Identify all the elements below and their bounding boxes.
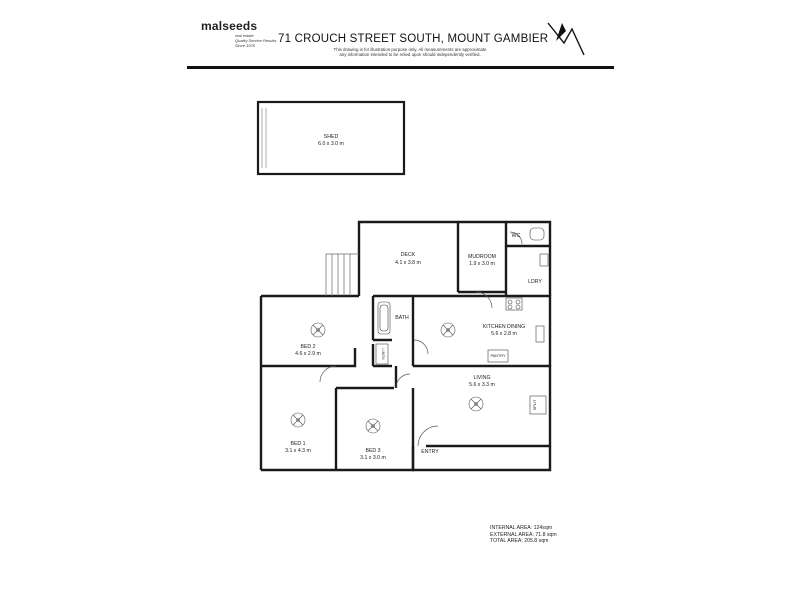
- bed3-label: BED 3: [366, 448, 381, 454]
- ceiling-fan-icon: [365, 418, 381, 434]
- ceiling-fan-icon: [440, 322, 456, 338]
- total-area: TOTAL AREA: 205.8 sqm: [490, 538, 549, 545]
- mudroom-label: MUDROOM: [468, 254, 496, 260]
- ceiling-fan-icon: [310, 322, 326, 338]
- pantry-label: PANTRY: [490, 354, 506, 358]
- bed1-label: BED 1: [291, 441, 306, 447]
- entry-label: ENTRY: [421, 449, 439, 455]
- brand-tagline-line: Since 1975: [235, 43, 256, 48]
- shed-size: 6.0 x 3.0 m: [318, 141, 344, 147]
- linen-cupboard: [375, 343, 389, 365]
- split-system-unit: [529, 395, 547, 415]
- brand-logo: malseeds real estate Quality Service Res…: [201, 19, 276, 63]
- bathtub-icon: [377, 301, 391, 335]
- linen-label: LINEN: [381, 348, 385, 359]
- ceiling-fans: [290, 322, 484, 434]
- property-title: 71 CROUCH STREET SOUTH, MOUNT GAMBIER: [278, 33, 549, 45]
- bed2-label: BED 2: [301, 344, 316, 350]
- disclaimer-line: This drawing is for illustration purpose…: [333, 47, 487, 52]
- room-labels: SHED 6.0 x 3.0 m DECK 4.1 x 3.8 m MUDROO…: [285, 134, 542, 461]
- bath-label: BATH: [395, 315, 409, 321]
- north-arrow-icon: [547, 22, 585, 56]
- brand-tagline-line: Quality Service Results: [235, 38, 277, 43]
- shed-outline: [256, 100, 406, 176]
- sink-icon: [539, 253, 549, 267]
- kitchen-dining-size: 5.6 x 2.8 m: [491, 331, 517, 337]
- pantry-cupboard: [487, 349, 509, 363]
- external-area: EXTERNAL AREA: 71.8 sqm: [490, 531, 557, 538]
- split-label: SPLIT: [533, 399, 537, 410]
- area-summary: INTERNAL AREA: 124sqm EXTERNAL AREA: 71.…: [490, 525, 557, 545]
- deck-size: 4.1 x 3.8 m: [395, 260, 421, 266]
- fixtures: [375, 227, 549, 415]
- brand-tagline-line: real estate: [235, 33, 254, 38]
- disclaimer: This drawing is for illustration purpose…: [290, 47, 530, 58]
- laundry-label: LDRY: [528, 279, 542, 285]
- toilet-icon: [529, 227, 545, 241]
- bed3-size: 3.1 x 3.0 m: [360, 455, 386, 461]
- stove-icon: [505, 297, 523, 311]
- house-walls: [259, 220, 552, 472]
- header-rule: [187, 66, 614, 69]
- living-label: LIVING: [473, 375, 490, 381]
- ceiling-fan-icon: [468, 396, 484, 412]
- shed-label: SHED: [324, 134, 339, 140]
- internal-area: INTERNAL AREA: 124sqm: [490, 525, 553, 531]
- ceiling-fan-icon: [290, 412, 306, 428]
- kitchen-sink-icon: [535, 325, 545, 343]
- kitchen-dining-label: KITCHEN DINING: [483, 324, 525, 330]
- door-swings: [319, 231, 523, 447]
- bed2-size: 4.6 x 2.9 m: [295, 351, 321, 357]
- deck-label: DECK: [401, 252, 416, 258]
- brand-name: malseeds: [201, 19, 258, 33]
- deck-stairs: [325, 253, 359, 296]
- disclaimer-line: any information intended to be relied up…: [339, 52, 481, 58]
- wc-label: WC: [512, 233, 521, 239]
- brand-tagline: real estate Quality Service Results Sinc…: [235, 33, 276, 48]
- bed1-size: 3.1 x 4.3 m: [285, 448, 311, 454]
- mudroom-size: 1.9 x 3.0 m: [469, 261, 495, 267]
- living-size: 5.6 x 3.3 m: [469, 382, 495, 388]
